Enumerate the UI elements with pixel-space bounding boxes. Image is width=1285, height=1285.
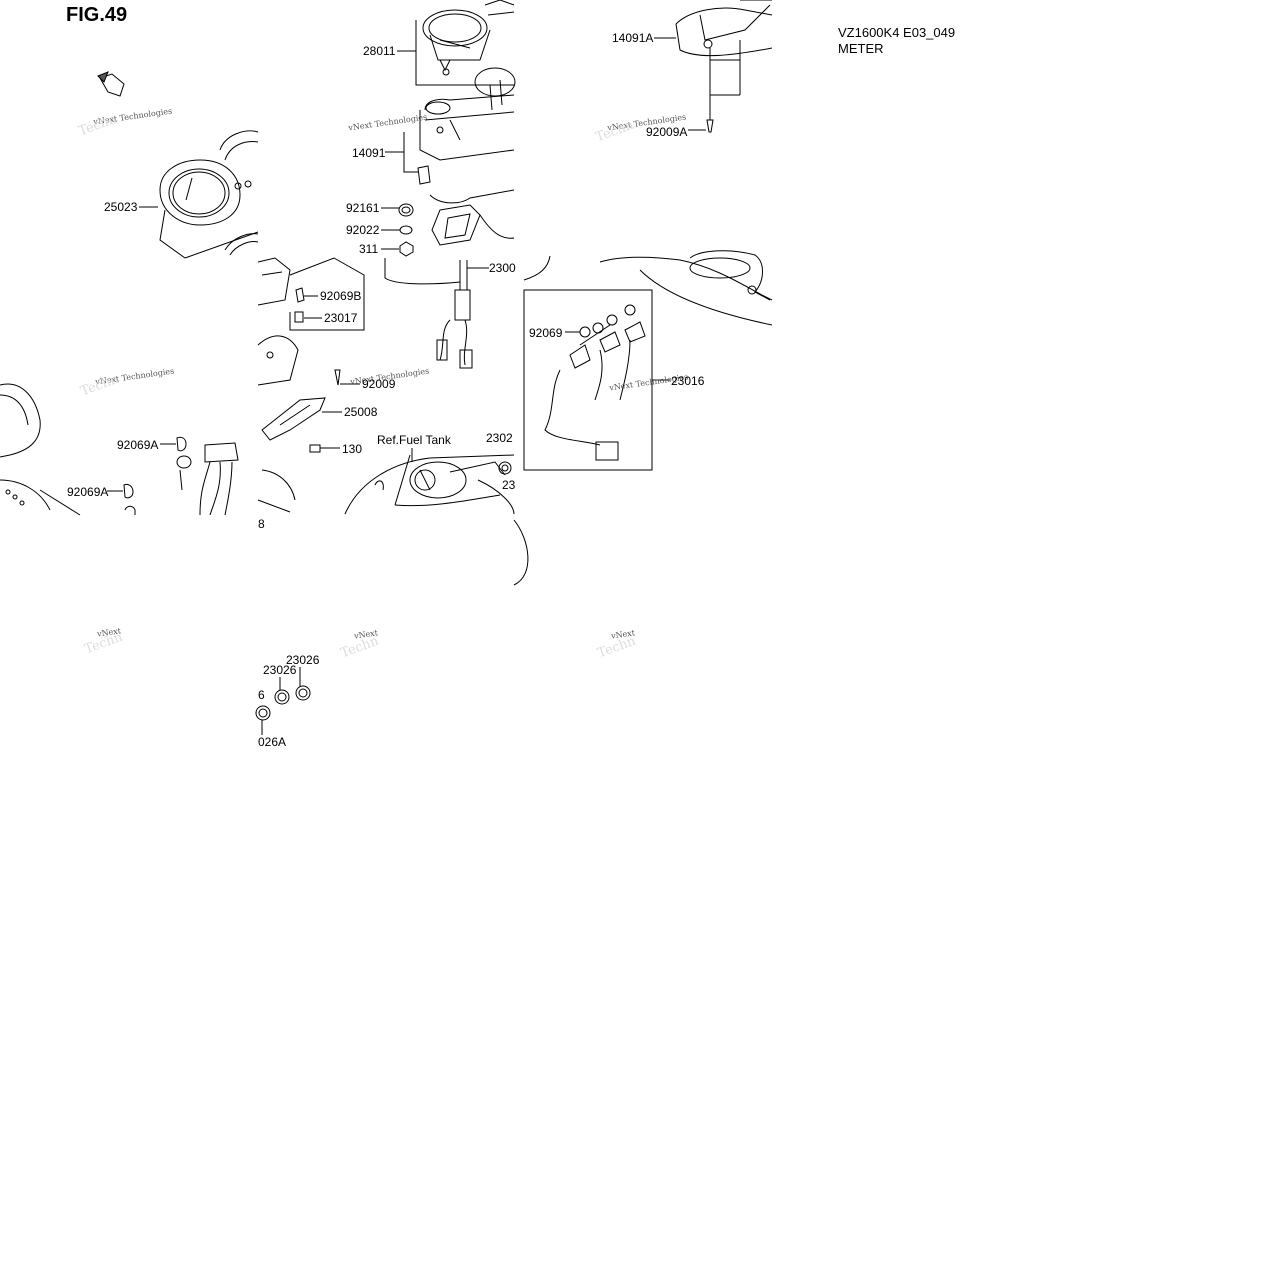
part-label-14091A: 14091A <box>612 31 654 45</box>
section-name: METER <box>838 41 884 56</box>
part-label-23: 23 <box>502 478 516 492</box>
part-label-23017: 23017 <box>324 311 358 325</box>
meter-body-drawing <box>381 0 516 369</box>
model-caption: VZ1600K4 E03_049 METER <box>838 25 955 57</box>
part-label-92069B: 92069B <box>320 289 362 303</box>
part-label-23016: 23016 <box>671 374 705 388</box>
part-label-311: 311 <box>359 242 379 256</box>
part-label-25008: 25008 <box>344 405 378 419</box>
part-label-026A: 026A <box>258 735 287 749</box>
gauge-cluster-drawing <box>139 130 259 259</box>
model-code: VZ1600K4 E03_049 <box>838 25 956 40</box>
part-label-23026-b: 23026 <box>286 653 320 667</box>
part-label-92069: 92069 <box>529 326 563 340</box>
ref-fuel-tank-label: Ref.Fuel Tank <box>377 433 451 447</box>
part-label-92069A: 92069A <box>117 438 159 452</box>
figure-title: FIG.49 <box>66 4 128 26</box>
fwd-arrow-icon <box>97 71 125 97</box>
part-label-6: 6 <box>258 688 265 702</box>
part-label-14091: 14091 <box>352 146 386 160</box>
part-label-130: 130 <box>342 442 363 456</box>
fuel-tank-drawing <box>344 448 529 586</box>
part-label-25023: 25023 <box>104 200 138 214</box>
part-label-2300: 2300 <box>489 261 516 275</box>
indicator-harness-drawing <box>523 250 773 471</box>
part-label-23026: 23026 <box>263 663 297 677</box>
indicator-lens-drawing <box>255 667 311 735</box>
meter-cover-drawing <box>654 0 773 133</box>
part-label-92009A: 92009A <box>646 125 688 139</box>
part-label-8: 8 <box>258 517 265 531</box>
part-label-28011: 28011 <box>363 44 396 58</box>
tacho-bulb-drawing <box>0 383 239 516</box>
part-label-2302: 2302 <box>486 431 513 445</box>
bulb-socket-drawing <box>257 257 365 513</box>
part-label-92022: 92022 <box>346 223 380 237</box>
part-label-92161: 92161 <box>346 201 380 215</box>
part-label-92069A-lower: 92069A <box>67 485 109 499</box>
part-label-92009: 92009 <box>362 377 396 391</box>
